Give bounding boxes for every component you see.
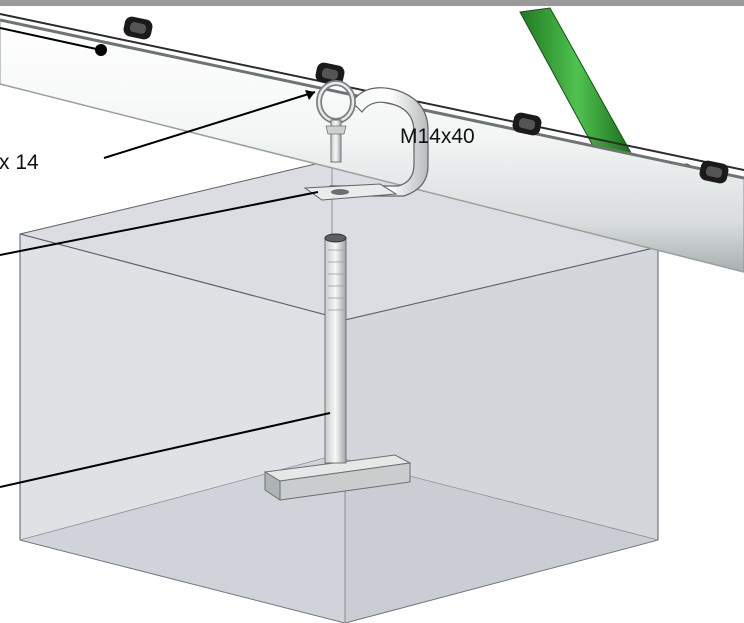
concrete-block — [19, 159, 659, 623]
threaded-rod — [324, 233, 347, 464]
rail-tube — [0, 13, 744, 273]
eyebolt-spec-label: M14x40 — [400, 125, 475, 148]
leader-arrowhead — [305, 90, 315, 100]
eyebolt-size-label: x 14 — [0, 151, 39, 174]
leader-line-rail — [0, 27, 102, 51]
pipe-clamp — [303, 87, 429, 201]
anchor-angle-bar — [263, 454, 412, 501]
leader-line-eyebolt — [103, 91, 316, 159]
leader-line-rod — [0, 412, 331, 488]
rail-clips — [123, 16, 729, 184]
rail-clip — [123, 16, 153, 40]
leader-line-plate — [0, 191, 319, 256]
rail-clip — [699, 160, 729, 184]
leader-lines — [0, 27, 331, 488]
top-border — [0, 0, 744, 6]
rail-clip — [512, 112, 542, 136]
rail-clip — [315, 62, 345, 86]
eye-bolt — [316, 80, 356, 163]
